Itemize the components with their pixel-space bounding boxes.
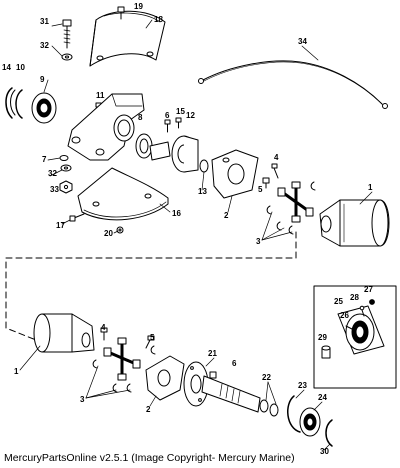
callout-30: 30 [320, 447, 329, 456]
callout-2: 2 [224, 211, 229, 220]
callout-5: 5 [150, 333, 155, 342]
nut-part-20 [116, 226, 124, 234]
bearing-part-9 [31, 92, 57, 124]
callout-14: 14 [2, 63, 11, 72]
output-shaft-part-6 [201, 371, 261, 413]
callout-8: 8 [138, 113, 143, 122]
connector-dashed-line [5, 231, 297, 341]
snap-ring-part-30 [325, 419, 333, 447]
callout-18: 18 [154, 15, 163, 24]
screw-part-6-top [164, 119, 171, 133]
callout-7: 7 [42, 155, 47, 164]
callout-17: 17 [56, 221, 65, 230]
callout-1: 1 [368, 183, 373, 192]
snap-ring-part-10 [15, 89, 23, 119]
callout-25: 25 [334, 297, 343, 306]
callout-28: 28 [350, 293, 359, 302]
callout-9: 9 [40, 75, 45, 84]
o-ring-part-13 [199, 159, 209, 173]
u-joint-cross-top [277, 181, 314, 223]
o-rings-part-22 [259, 399, 279, 417]
callout-3: 3 [80, 395, 85, 404]
callout-5: 5 [258, 185, 263, 194]
callout-32: 32 [40, 41, 49, 50]
callout-labels: 1 1 2 2 3 3 4 4 5 5 6 6 7 8 9 10 11 12 1… [2, 2, 373, 456]
callout-13: 13 [198, 187, 207, 196]
callout-34: 34 [298, 37, 307, 46]
screw-part-27 [369, 299, 375, 305]
callout-11: 11 [96, 91, 105, 100]
callout-16: 16 [172, 209, 181, 218]
clips-part-3-bottom [92, 345, 156, 393]
callout-32: 32 [48, 169, 57, 178]
callout-15: 15 [176, 107, 185, 116]
lower-shield-part-16 [77, 167, 169, 221]
washer-part-7 [59, 155, 69, 161]
screw-part-5-top [262, 177, 270, 189]
bushing-part-29 [321, 345, 331, 359]
callout-22: 22 [262, 373, 271, 382]
screw-part-4-top [271, 163, 279, 179]
u-joint-cross-bottom [103, 337, 141, 381]
cover-plate-part-25 [337, 305, 385, 355]
callout-1: 1 [14, 367, 19, 376]
wire-lead-part-34 [198, 60, 388, 109]
callout-21: 21 [208, 349, 217, 358]
callout-20: 20 [104, 229, 113, 238]
callout-19: 19 [134, 2, 143, 11]
washer-part-32-top [61, 53, 73, 61]
upper-shield-part-18 [89, 10, 166, 67]
snap-ring-part-23 [287, 395, 301, 433]
yoke-part-2-top [211, 149, 259, 199]
drive-shaft-tube-part-1-top [319, 199, 390, 247]
flange-shaft-part-12 [149, 135, 199, 173]
screw-part-5-bottom [145, 335, 155, 349]
screw-part-15 [175, 117, 182, 129]
callout-4: 4 [274, 153, 279, 162]
bolt-part-31 [62, 19, 72, 49]
screw-part-19 [117, 6, 125, 20]
copyright-caption: MercuryPartsOnline v2.5.1 (Image Copyrig… [4, 452, 295, 464]
pin-part-26 [345, 325, 355, 331]
inset-detail-box [313, 285, 397, 389]
callout-24: 24 [318, 393, 327, 402]
screw-part-17 [69, 213, 85, 222]
leader-lines [19, 19, 373, 451]
callout-3: 3 [256, 237, 261, 246]
drive-shaft-tube-part-1-bottom [33, 313, 95, 353]
callout-2: 2 [146, 405, 151, 414]
screw-part-4-bottom [100, 327, 108, 341]
callout-4: 4 [101, 323, 106, 332]
callout-23: 23 [298, 381, 307, 390]
callout-31: 31 [40, 17, 49, 26]
clips-part-3-top [266, 181, 316, 235]
callout-33: 33 [50, 185, 59, 194]
callout-27: 27 [364, 285, 373, 294]
screw-part-28 [359, 305, 365, 317]
callout-6: 6 [165, 111, 170, 120]
yoke-bracket-housing [67, 93, 145, 161]
callout-26: 26 [340, 311, 349, 320]
snap-ring-part-14 [5, 87, 16, 119]
bearing-part-24 [299, 407, 321, 437]
nut-part-33 [59, 180, 73, 194]
callout-12: 12 [186, 111, 195, 120]
washer-part-32-lower [60, 164, 72, 172]
callout-6: 6 [232, 359, 237, 368]
yoke-part-2-bottom [145, 355, 185, 401]
output-flange-part-21 [183, 361, 209, 407]
callout-29: 29 [318, 333, 327, 342]
callout-10: 10 [16, 63, 25, 72]
